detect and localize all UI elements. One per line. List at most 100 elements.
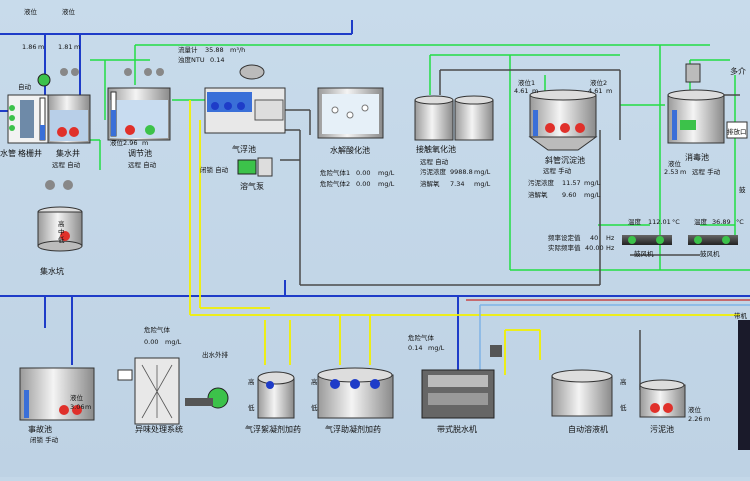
- level-value: 2.96: [123, 139, 137, 147]
- freq-unit: Hz: [606, 244, 615, 252]
- level-value: 3.06: [70, 403, 84, 411]
- motor-icon[interactable]: [45, 180, 55, 190]
- low-mark: 低: [58, 235, 65, 244]
- inclined-tube-settler[interactable]: [528, 89, 598, 151]
- level-label: 液位: [62, 7, 76, 16]
- level-unit: m: [142, 139, 148, 147]
- air-flotation-label: 气浮池: [232, 144, 256, 154]
- level-value: 2.26: [688, 415, 702, 423]
- hazard-gas-label: 危险气体: [144, 325, 171, 334]
- pipes-green: [90, 44, 750, 271]
- grille-screen[interactable]: [20, 100, 34, 138]
- disinfection-tank[interactable]: [667, 89, 725, 144]
- collection-well-label: 集水井: [56, 148, 80, 158]
- level-unit: m: [38, 43, 44, 51]
- mgl-unit: mg/L: [584, 191, 601, 199]
- mgl-unit: mg/L: [378, 180, 395, 188]
- hazard-gas-label: 危险气体: [408, 333, 435, 342]
- mgl-unit: mg/L: [165, 338, 182, 346]
- tank-top-icon: [685, 63, 701, 83]
- motor-icon[interactable]: [60, 68, 68, 76]
- pipes-lightblue: [479, 304, 750, 380]
- remote-auto-label: 远程 自动: [52, 160, 81, 169]
- pipes-gray: [280, 69, 740, 390]
- motor-icon[interactable]: [144, 68, 152, 76]
- level-label: 液位: [110, 138, 124, 147]
- do-label: 溶解氧: [420, 179, 440, 188]
- mgl-unit: mg/L: [378, 169, 395, 177]
- odor-fan[interactable]: [185, 387, 229, 409]
- pump-icon[interactable]: [145, 125, 155, 135]
- temp-label: 温度: [694, 217, 708, 226]
- hazard-gas1-label: 危险气体1: [320, 168, 350, 177]
- mgl-unit: mg/L: [474, 180, 491, 188]
- dissolved-air-tank[interactable]: [257, 157, 273, 177]
- hazard-gas-value: 0.00: [144, 338, 158, 346]
- hydrolysis-label: 水解酸化池: [330, 145, 370, 155]
- odor-system-label: 异味处理系统: [135, 424, 183, 434]
- belt-press-label: 带式脱水机: [437, 424, 477, 434]
- dissolved-air-pump-label: 溶气泵: [240, 181, 264, 191]
- pump-icon[interactable]: [125, 125, 135, 135]
- auto-dissolve-tank[interactable]: [551, 369, 613, 417]
- level-value: 2.53: [664, 168, 678, 176]
- regulating-water: [110, 100, 168, 138]
- temp-unit: °C: [672, 218, 680, 226]
- sludge-conc2-value: 11.57: [562, 179, 581, 187]
- turbidity-value: 0.14: [210, 56, 224, 64]
- low-mark: 低: [248, 403, 255, 412]
- level2-unit: m: [606, 87, 612, 95]
- level2-label: 液位2: [590, 78, 607, 87]
- mgl-unit: mg/L: [428, 344, 445, 352]
- high-mark: 高: [620, 377, 627, 386]
- right-edge-panel: [738, 320, 750, 450]
- motor-icon[interactable]: [124, 68, 132, 76]
- belt-press-motor[interactable]: [490, 345, 502, 357]
- close-manual-label: 闭锁 手动: [30, 435, 59, 444]
- sludge-conc-value: 9988.8: [450, 168, 473, 176]
- level-indicator-grille: [9, 105, 15, 131]
- level-label: 液位: [24, 7, 38, 16]
- freq-set-label: 频率设定值: [548, 233, 581, 242]
- sludge-tank[interactable]: [639, 379, 686, 418]
- event-tank[interactable]: [19, 367, 95, 421]
- belt-press[interactable]: [421, 369, 495, 419]
- hydrolysis-tank[interactable]: [317, 87, 384, 139]
- temp-value: 112.01: [648, 218, 671, 226]
- sludge-conc-label: 污泥浓度: [420, 167, 447, 176]
- grille-well-label: 格栅井: [18, 148, 42, 158]
- temp-unit: °C: [736, 218, 744, 226]
- motor-icon[interactable]: [63, 180, 73, 190]
- level-unit: m: [74, 43, 80, 51]
- flow-value: 35.88: [205, 46, 224, 54]
- collection-tank-label: 集水坑: [40, 266, 64, 276]
- level-label: 液位: [668, 159, 682, 168]
- collection-pit[interactable]: [37, 206, 83, 252]
- floc-aid-dosing-label: 气浮助凝剂加药: [325, 424, 381, 434]
- blower-1[interactable]: [622, 235, 672, 245]
- temp-label: 温度: [628, 217, 642, 226]
- pump-icon[interactable]: [69, 127, 79, 137]
- low-mark: 低: [311, 403, 318, 412]
- level-bar-fill: [111, 110, 116, 136]
- contact-oxidation-tanks[interactable]: [414, 95, 494, 141]
- turbidity-label: 浊度NTU: [178, 55, 205, 64]
- floc-aid-dosing-tank[interactable]: [317, 367, 394, 419]
- sludge-tank-label: 污泥池: [650, 424, 674, 434]
- motor-icon[interactable]: [156, 68, 164, 76]
- air-flotation-tank[interactable]: [204, 87, 286, 134]
- right-cut-label: 鼓: [739, 185, 746, 194]
- outlet-discharge-label: 出水外排: [202, 350, 229, 359]
- air-flotation-motor[interactable]: [239, 64, 265, 80]
- disinfection-label: 消毒池: [685, 152, 709, 162]
- motor-icon[interactable]: [71, 68, 79, 76]
- floc-air-dosing-tank[interactable]: [257, 371, 295, 419]
- pump-icon[interactable]: [57, 127, 67, 137]
- dissolved-air-pump[interactable]: [237, 159, 257, 175]
- blower-2[interactable]: [688, 235, 738, 245]
- do2-value: 9.60: [562, 191, 576, 199]
- motor-icon[interactable]: [37, 73, 51, 87]
- collection-well-water: [50, 110, 88, 141]
- level-label: 液位: [70, 393, 84, 402]
- sludge-conc2-label: 污泥浓度: [528, 178, 555, 187]
